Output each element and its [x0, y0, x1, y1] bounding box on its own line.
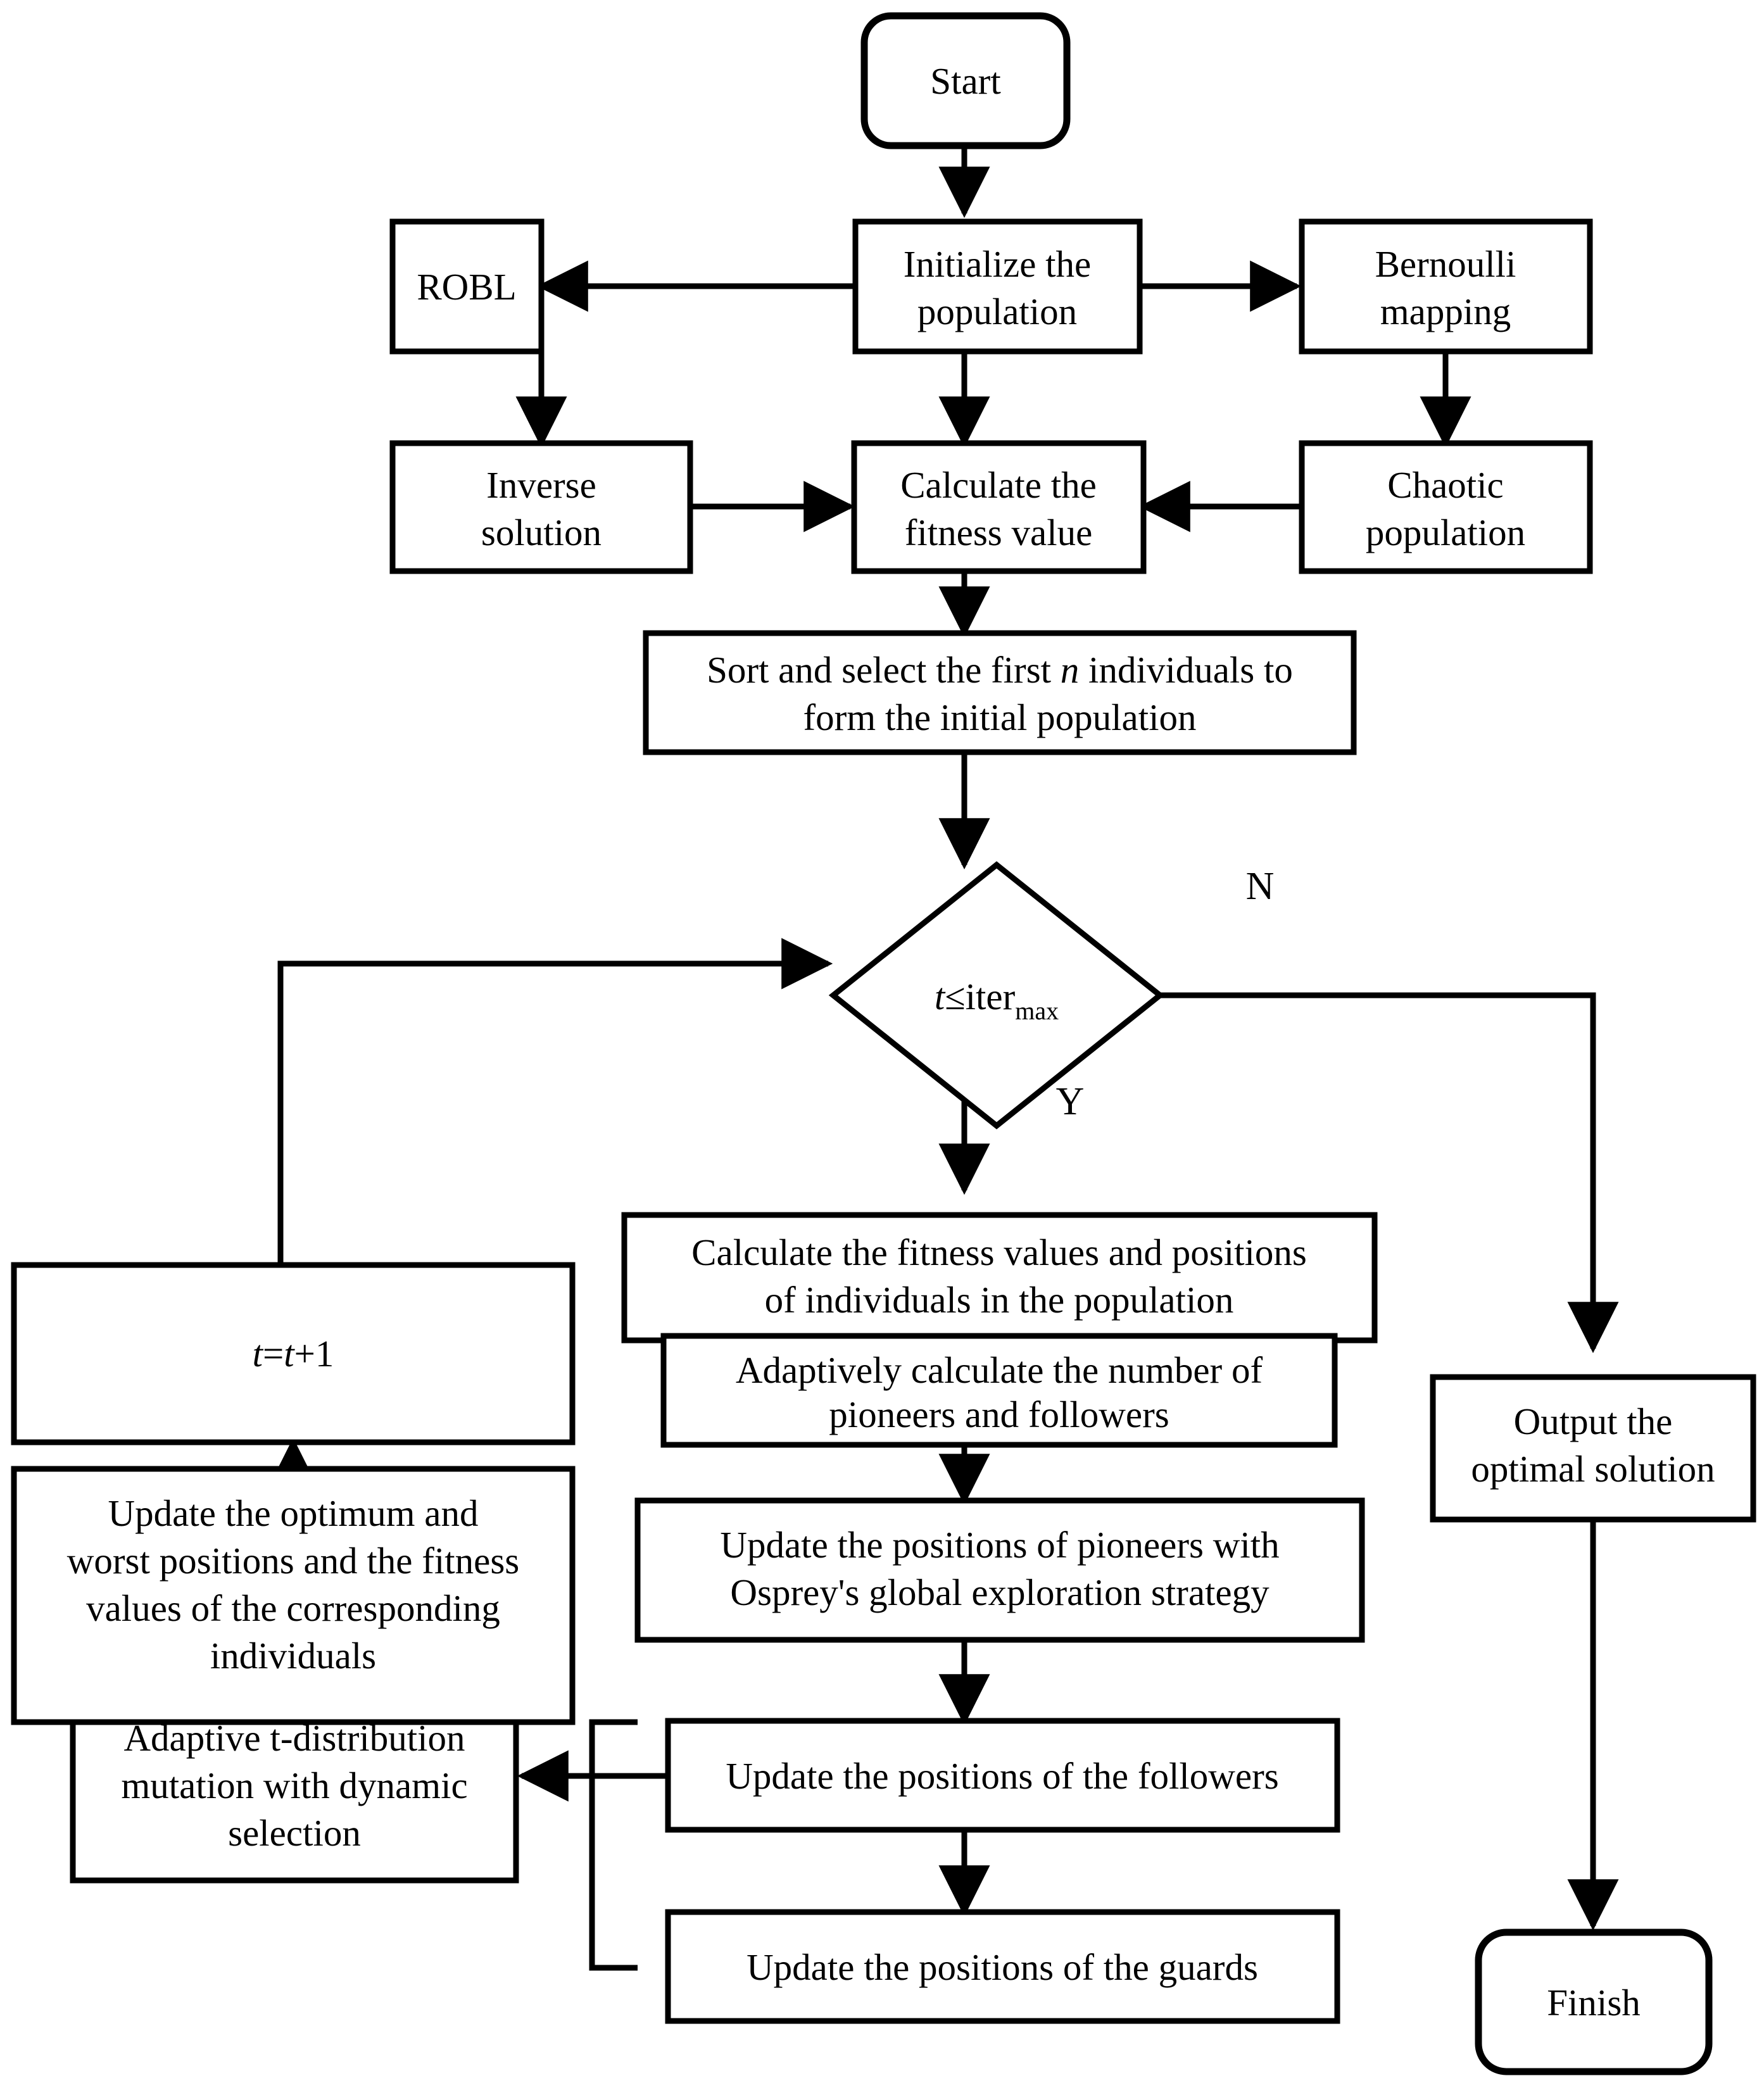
start-shape: [860, 12, 1071, 149]
edge-side-bus: [589, 1719, 638, 1971]
chaotic-label-line1: Chaotic: [1387, 464, 1504, 506]
calcpos-label-line2: of individuals in the population: [765, 1279, 1234, 1321]
inverse-label-line2: solution: [481, 512, 602, 553]
increment-label: t=t+1: [253, 1333, 334, 1375]
adaptivenum-label-line1: Adaptively calculate the number of: [736, 1349, 1263, 1391]
tdist-label-line3: selection: [228, 1812, 361, 1854]
sort-label-line2: form the initial population: [803, 696, 1196, 738]
sort-line1-pre: Sort and select the first: [707, 649, 1061, 691]
sort-label-line1: Sort and select the first n individuals …: [707, 649, 1293, 691]
guards-shape: [665, 1909, 1340, 2024]
output-label-line2: optimal solution: [1471, 1448, 1715, 1490]
robl-label: ROBL: [417, 266, 516, 308]
increment-plus: +1: [294, 1333, 334, 1375]
fitness-label-line2: fitness value: [905, 512, 1093, 553]
decision-base: iter: [966, 976, 1016, 1017]
node-update-guards[interactable]: Update the positions of the guards: [665, 1909, 1340, 2024]
node-adaptive-number[interactable]: Adaptively calculate the number of pione…: [660, 1333, 1338, 1448]
decision-subscript: max: [1015, 997, 1059, 1025]
updatebest-label-line2: worst positions and the fitness: [67, 1540, 520, 1582]
calcpos-shape: [621, 1212, 1378, 1344]
start-label: Start: [930, 60, 1001, 102]
output-label-line1: Output the: [1514, 1400, 1673, 1442]
decision-label: t≤itermax: [935, 976, 1059, 1025]
tdist-shape: [70, 1694, 519, 1884]
updatebest-label-line1: Update the optimum and: [108, 1492, 479, 1534]
chaotic-shape: [1299, 440, 1593, 574]
calcpos-label-line1: Calculate the fitness values and positio…: [691, 1231, 1307, 1273]
decision-shape: [828, 861, 1165, 1130]
node-robl[interactable]: ROBL: [389, 218, 545, 355]
sort-line1-post: individuals to: [1079, 649, 1293, 691]
node-calc-positions[interactable]: Calculate the fitness values and positio…: [621, 1212, 1378, 1344]
updatebest-label-line3: values of the corresponding: [86, 1587, 500, 1629]
increment-mid: =: [263, 1333, 284, 1375]
bernoulli-label-line2: mapping: [1380, 291, 1511, 332]
node-decision-iteration[interactable]: t≤itermax: [828, 861, 1165, 1130]
finish-shape: [1475, 1929, 1713, 2075]
increment-lhs: t: [253, 1333, 264, 1375]
decision-var: t: [935, 976, 946, 1017]
node-update-pioneers[interactable]: Update the positions of pioneers with Os…: [634, 1497, 1365, 1643]
node-sort-select[interactable]: Sort and select the first n individuals …: [643, 630, 1357, 755]
inverse-shape: [389, 440, 693, 574]
edge-decision-no-to-output: [1160, 992, 1619, 1354]
edge-label-yes: Y: [1056, 1080, 1085, 1123]
adaptivenum-shape: [660, 1333, 1338, 1448]
pioneers-shape: [634, 1497, 1365, 1643]
node-bernoulli[interactable]: Bernoulli mapping: [1299, 218, 1593, 355]
output-shape: [1430, 1374, 1756, 1523]
pioneers-label-line1: Update the positions of pioneers with: [720, 1524, 1279, 1566]
decision-operator: ≤: [945, 976, 965, 1017]
guards-label: Update the positions of the guards: [747, 1946, 1258, 1988]
finish-label: Finish: [1547, 1982, 1641, 2023]
node-increment-t[interactable]: t=t+1: [11, 1262, 576, 1445]
edge-label-no: N: [1246, 865, 1275, 908]
node-inverse-solution[interactable]: Inverse solution: [389, 440, 693, 574]
node-finish[interactable]: Finish: [1475, 1929, 1713, 2075]
node-chaotic-population[interactable]: Chaotic population: [1299, 440, 1593, 574]
node-update-followers[interactable]: Update the positions of the followers: [665, 1718, 1340, 1833]
edge-increment-to-decision: [277, 938, 833, 1265]
followers-shape: [665, 1718, 1340, 1833]
node-start[interactable]: Start: [860, 12, 1071, 149]
increment-rhs: t: [284, 1333, 295, 1375]
node-output-solution[interactable]: Output the optimal solution: [1430, 1374, 1756, 1523]
pioneers-label-line2: Osprey's global exploration strategy: [730, 1571, 1269, 1613]
fitness-label-line1: Calculate the: [900, 464, 1097, 506]
tdist-label-line2: mutation with dynamic: [121, 1765, 467, 1806]
initialize-label-line2: population: [917, 291, 1077, 332]
increment-shape: [11, 1262, 576, 1445]
sort-shape: [643, 630, 1357, 755]
bernoulli-label-line1: Bernoulli: [1375, 243, 1516, 285]
chaotic-label-line2: population: [1366, 512, 1525, 553]
node-calculate-fitness[interactable]: Calculate the fitness value: [851, 440, 1147, 574]
node-update-best[interactable]: Update the optimum and worst positions a…: [11, 1466, 576, 1725]
bernoulli-shape: [1299, 218, 1593, 355]
node-initialize[interactable]: Initialize the population: [852, 218, 1143, 355]
sort-line1-italic: n: [1061, 649, 1080, 691]
inverse-label-line1: Inverse: [486, 464, 596, 506]
followers-label: Update the positions of the followers: [726, 1755, 1278, 1797]
robl-shape: [389, 218, 545, 355]
fitness-shape: [851, 440, 1147, 574]
initialize-label-line1: Initialize the: [904, 243, 1092, 285]
initialize-shape: [852, 218, 1143, 355]
updatebest-label-line4: individuals: [210, 1635, 376, 1677]
adaptivenum-label-line2: pioneers and followers: [829, 1394, 1169, 1435]
updatebest-shape: [11, 1466, 576, 1725]
